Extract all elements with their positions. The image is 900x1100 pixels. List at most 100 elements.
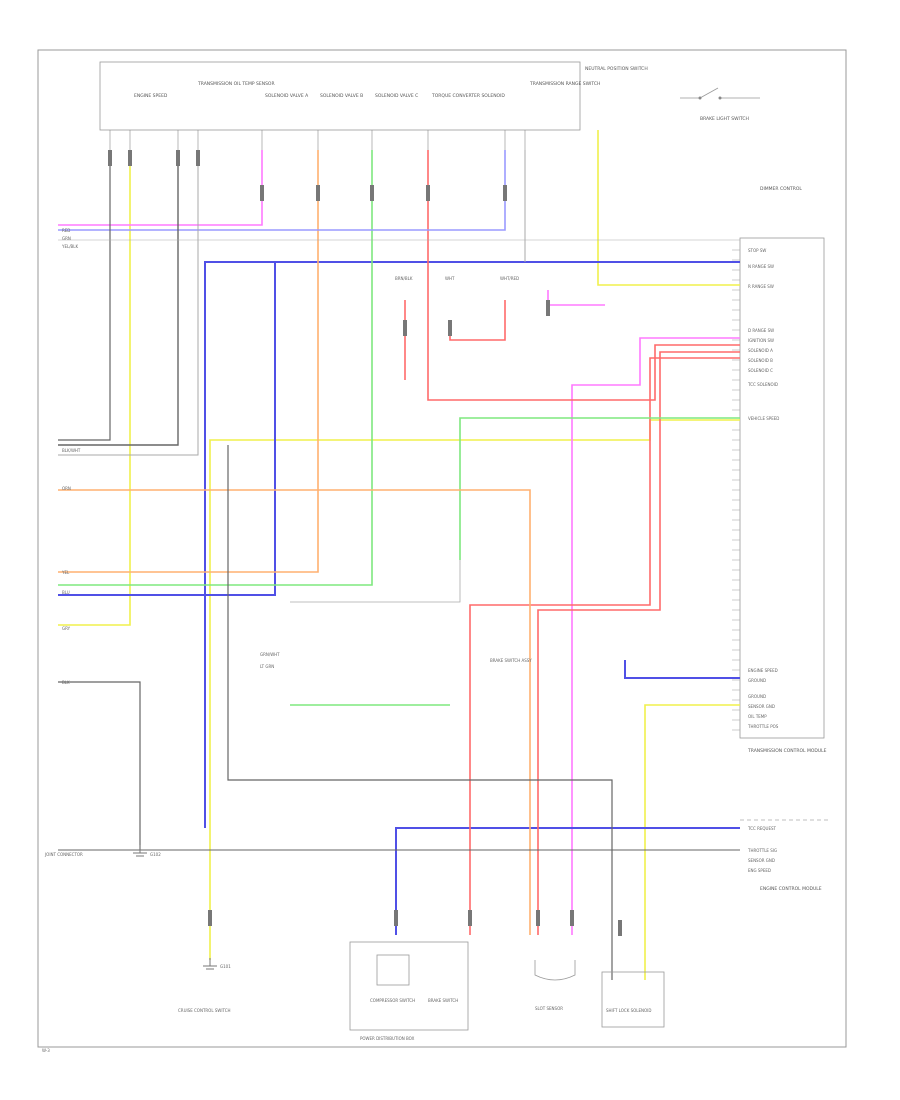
connector-blocks [108,150,622,936]
tcm-pin-10: ENGINE SPEED [748,668,778,673]
tcm-pin-9: VEHICLE SPEED [748,416,779,421]
wire-red-long [537,351,740,935]
connector-block [618,920,622,936]
left-label-5: BLU [62,590,70,595]
slot-sensor-shape [534,960,576,981]
wire-blue-bottom [395,827,740,935]
tcm-pin-7: SOLENOID C [748,368,773,373]
connector-block [546,300,550,316]
wire-gray-a [58,150,179,446]
connector-block [394,910,398,926]
ground-symbol-g101: G101 [203,958,231,970]
ecm-pin-1: THROTTLE SIG [747,848,777,853]
connector-block [108,150,112,166]
left-label-2: YEL/BLK [61,244,79,249]
module-range-switch: TRANSMISSION RANGE SWITCH [529,81,600,87]
tcm-pin-13: SENSOR GND [748,704,775,709]
ground-label-1: G102 [150,852,161,857]
center-label-4: LT GRN [260,664,274,669]
tcm-box [739,237,825,739]
wires [58,130,740,980]
compressor-switch-box [376,954,410,986]
wire-red-comp [469,357,740,935]
left-label-8: BLK [62,680,70,685]
wire-yellow-right [597,130,740,286]
center-label-2: WHT/RED [500,276,519,281]
ecm-pin-3: ENG SPEED [748,868,771,873]
connector-block [370,185,374,201]
bottom-label-1: COMPRESSOR SWITCH [370,998,415,1003]
left-label-6: GRY [62,626,71,631]
connector-block [260,185,264,201]
ground-symbol-g102: G102 [133,845,161,857]
tcm-pin-4: IGNITION SW [748,338,774,343]
connector-block [403,320,407,336]
connector-block [468,910,472,926]
module-engine-speed: ENGINE SPEED [134,93,168,99]
wire-gray-d [227,445,613,980]
bottom-label-2: BRAKE SWITCH [428,998,458,1003]
connector-block [536,910,540,926]
shift-lock-box [601,971,665,1028]
bottom-label-5: POWER DISTRIBUTION BOX [360,1036,415,1041]
connector-block [128,150,132,166]
diagram-frame [37,49,847,1048]
left-label-3: BLK/WHT [62,448,81,453]
tcm-pin-11: GROUND [748,678,766,683]
wire-red-c [449,300,506,341]
bottom-label-4: SLOT SENSOR [535,1006,563,1011]
tcm-pin-2: R RANGE SW [748,284,774,289]
module-solenoid-b: SOLENOID VALVE B [320,93,363,99]
wire-blue-side [58,262,276,596]
dimmer-label: DIMMER CONTROL [760,186,802,192]
connector-block [503,185,507,201]
top-module-labels: ENGINE SPEED TRANSMISSION OIL TEMP SENSO… [134,66,802,192]
module-oil-temp: TRANSMISSION OIL TEMP SENSOR [197,81,275,87]
module-solenoid-c: SOLENOID VALVE C [375,93,418,99]
tcm-pin-3: D RANGE SW [748,328,774,333]
wire-green-b [459,417,740,560]
connector-block [316,185,320,201]
wire-red-a [427,150,740,401]
power-distribution-box [349,941,469,1031]
brake-switch-symbol [680,87,760,100]
wire-gray-c [58,681,141,850]
wire-pink-long [571,337,740,935]
center-label-1: WHT [445,276,455,281]
tcm-pin-8: TCC SOLENOID [747,382,778,387]
connector-block [448,320,452,336]
tcm-pin-5: SOLENOID A [748,348,773,353]
connector-block [570,910,574,926]
wire-yellow-bottom [644,704,740,980]
tcm-pin-ticks [732,249,740,731]
center-label-5: BRAKE SWITCH ASSY [490,658,532,663]
tcm-pin-15: THROTTLE POS [747,724,779,729]
ecm-title: ENGINE CONTROL MODULE [760,886,822,892]
tcm-pin-12: GROUND [748,694,766,699]
bottom-label-3: SHIFT LOCK SOLENOID [606,1008,651,1013]
bottom-label-0: CRUISE CONTROL SWITCH [178,1008,231,1013]
neutral-switch-label: NEUTRAL POSITION SWITCH [585,66,648,72]
tcm-title: TRANSMISSION CONTROL MODULE [747,748,827,754]
tcm-pin-1: N RANGE SW [748,264,774,269]
wire-lgray-a [58,150,199,456]
connector-block [196,150,200,166]
center-label-0: BRN/BLK [395,276,413,281]
wire-orange-a [58,150,319,573]
tcm-pin-labels: STOP SW N RANGE SW R RANGE SW D RANGE SW… [747,248,779,729]
wire-purple [58,150,506,231]
wire-orange-b [58,489,531,935]
page-marker: W-3 [42,1048,50,1053]
connector-block [208,910,212,926]
wire-blue-main [204,261,740,828]
wire-lgray-b [290,560,461,603]
center-label-3: GRN/WHT [260,652,280,657]
center-labels: BRN/BLK WHT WHT/RED GRN/WHT LT GRN BRAKE… [260,276,532,669]
left-label-4: YEL [61,570,70,575]
ground-label-0: G101 [220,964,231,969]
tcm-pin-14: OIL TEMP [748,714,767,719]
bottom-labels: CRUISE CONTROL SWITCH COMPRESSOR SWITCH … [44,852,651,1041]
left-label-7: ORN [62,486,71,491]
connector-block [426,185,430,201]
module-tcc: TORQUE CONVERTER SOLENOID [431,93,505,99]
